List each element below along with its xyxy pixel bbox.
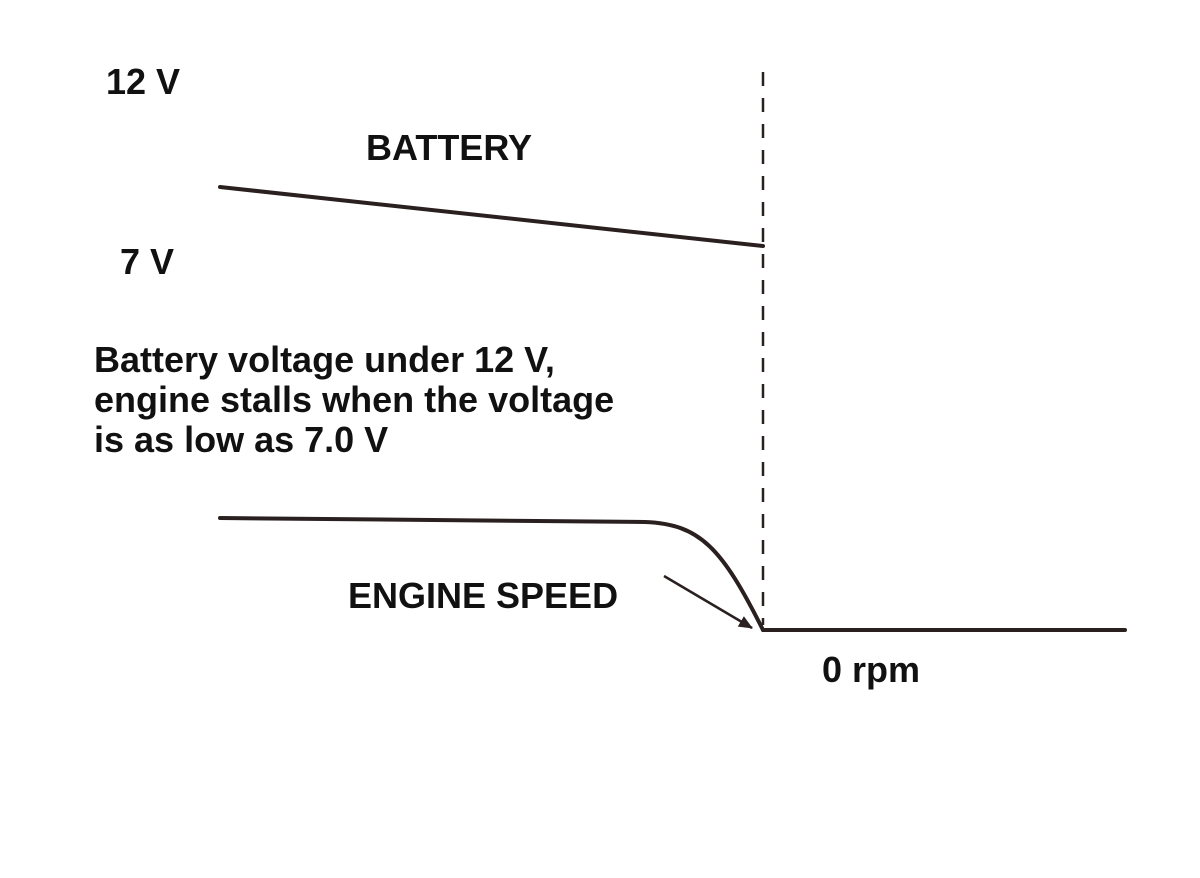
engine-speed-curve	[218, 516, 765, 632]
stall-note: Battery voltage under 12 V, engine stall…	[94, 340, 614, 460]
zero-rpm-label: 0 rpm	[822, 649, 921, 690]
engine-speed-label: ENGINE SPEED	[348, 575, 619, 616]
engine-speed-pointer-arrow	[663, 574, 753, 630]
stall-note-line: Battery voltage under 12 V,	[94, 339, 555, 380]
stall-note-line: is as low as 7.0 V	[94, 419, 389, 460]
voltage-high-label: 12 V	[106, 61, 181, 102]
battery-voltage-line	[218, 185, 765, 248]
stall-note-line: engine stalls when the voltage	[94, 379, 615, 420]
battery-label: BATTERY	[366, 127, 532, 168]
voltage-low-label: 7 V	[120, 241, 175, 282]
